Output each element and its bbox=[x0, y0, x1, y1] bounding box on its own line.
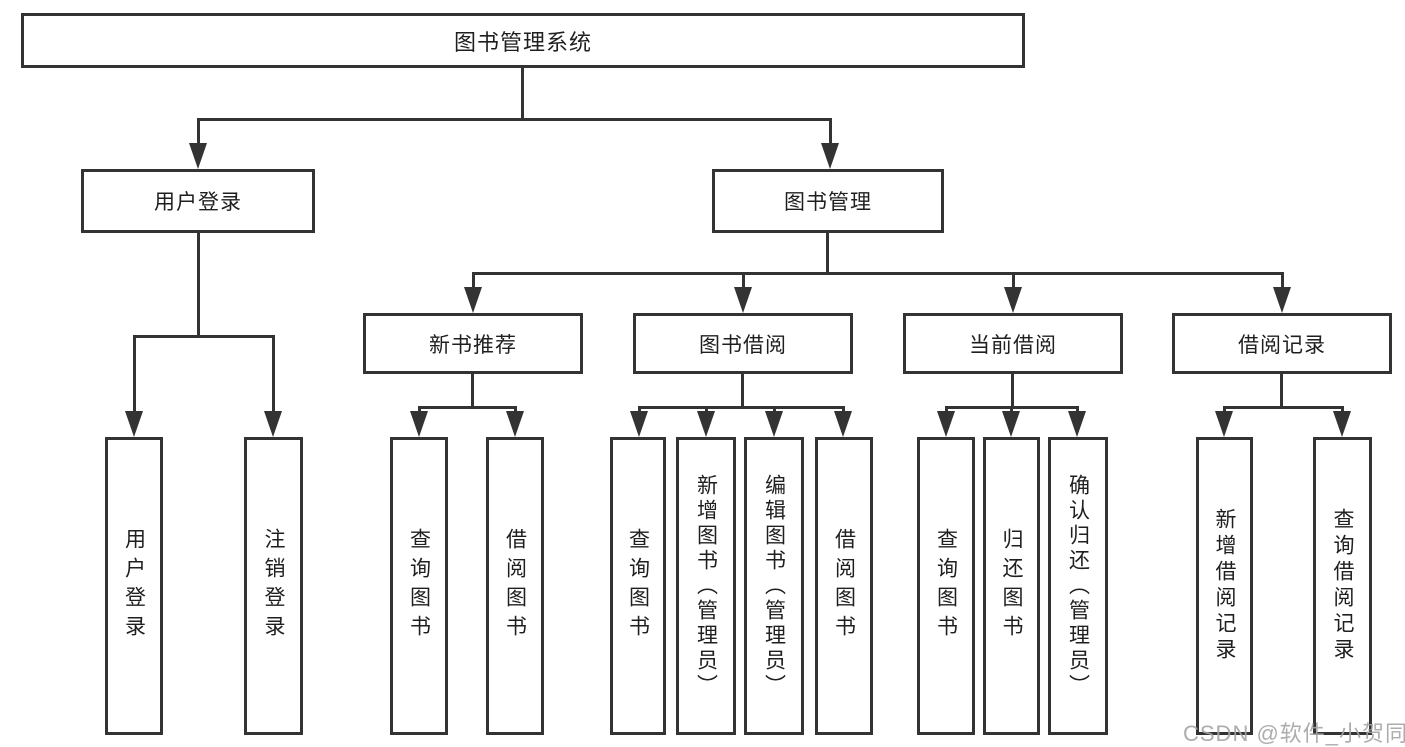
node-label: 图书管理系统 bbox=[453, 29, 592, 55]
node-label: 确认归还（管理员） bbox=[1066, 473, 1090, 699]
leaf-query-borrow-record: 查询借阅记录 bbox=[1313, 437, 1372, 735]
connector-drop bbox=[418, 406, 421, 414]
node-label: 当前借阅 bbox=[969, 333, 1057, 357]
arrow-down-icon bbox=[937, 411, 955, 437]
connector-stub bbox=[1280, 374, 1283, 409]
leaf-borrow-books-recommend: 借阅图书 bbox=[486, 437, 544, 735]
connector-drop bbox=[945, 406, 948, 414]
arrow-down-icon bbox=[264, 411, 282, 437]
arrow-down-icon bbox=[1273, 287, 1291, 313]
connector-hline bbox=[638, 406, 844, 409]
node-label: 编辑图书（管理员） bbox=[762, 473, 786, 699]
connector-user-login-stub bbox=[197, 233, 200, 338]
connector-drop bbox=[773, 406, 776, 414]
node-user-login: 用户登录 bbox=[81, 169, 315, 233]
connector-drop bbox=[272, 335, 275, 414]
connector-stub bbox=[741, 374, 744, 409]
arrow-down-icon bbox=[821, 143, 839, 169]
leaf-add-books-admin: 新增图书（管理员） bbox=[676, 437, 736, 735]
node-label: 查询借阅记录 bbox=[1331, 508, 1354, 664]
node-book-management: 图书管理 bbox=[712, 169, 944, 233]
connector-book-mgmt-stub bbox=[826, 233, 829, 275]
node-label: 用户登录 bbox=[154, 191, 242, 214]
node-borrowing-records: 借阅记录 bbox=[1172, 313, 1392, 374]
connector-root-stub bbox=[521, 68, 524, 121]
node-label: 借阅记录 bbox=[1238, 333, 1326, 357]
node-current-borrowing: 当前借阅 bbox=[903, 313, 1123, 374]
leaf-edit-books-admin: 编辑图书（管理员） bbox=[744, 437, 804, 735]
arrow-down-icon bbox=[765, 411, 783, 437]
leaf-confirm-return-admin: 确认归还（管理员） bbox=[1048, 437, 1108, 735]
connector-drop bbox=[705, 406, 708, 414]
node-label: 新增图书（管理员） bbox=[694, 473, 718, 699]
node-label: 图书管理 bbox=[784, 191, 872, 214]
connector-root-hline bbox=[197, 118, 831, 121]
connector-stub bbox=[1011, 374, 1014, 409]
node-new-book-recommendation: 新书推荐 bbox=[363, 313, 583, 374]
connector-drop bbox=[638, 406, 641, 414]
arrow-down-icon bbox=[464, 287, 482, 313]
node-label: 注销登录 bbox=[262, 528, 285, 644]
node-label: 图书借阅 bbox=[699, 333, 787, 357]
connector-drop-book-management bbox=[829, 118, 832, 146]
node-label: 新书推荐 bbox=[429, 333, 517, 357]
arrow-down-icon bbox=[506, 411, 524, 437]
connector-drop bbox=[742, 272, 745, 289]
connector-drop bbox=[1010, 406, 1013, 414]
arrow-down-icon bbox=[834, 411, 852, 437]
arrow-down-icon bbox=[697, 411, 715, 437]
arrow-down-icon bbox=[1215, 411, 1233, 437]
connector-drop bbox=[1012, 272, 1015, 289]
node-label: 归还图书 bbox=[1000, 528, 1023, 644]
leaf-user-login: 用户登录 bbox=[105, 437, 163, 735]
arrow-down-icon bbox=[630, 411, 648, 437]
connector-drop bbox=[842, 406, 845, 414]
node-label: 查询图书 bbox=[626, 528, 650, 644]
csdn-watermark: CSDN @软件_小贺同学 bbox=[1183, 721, 1405, 746]
leaf-query-books-recommend: 查询图书 bbox=[390, 437, 448, 735]
arrow-down-icon bbox=[1002, 411, 1020, 437]
connector-drop bbox=[1281, 272, 1284, 289]
connector-drop bbox=[1076, 406, 1079, 414]
node-library-management-system: 图书管理系统 bbox=[21, 13, 1025, 68]
connector-drop bbox=[133, 335, 136, 414]
node-label: 新增借阅记录 bbox=[1213, 508, 1236, 664]
arrow-down-icon bbox=[410, 411, 428, 437]
connector-user-login-hline bbox=[133, 335, 274, 338]
leaf-add-borrow-record: 新增借阅记录 bbox=[1196, 437, 1253, 735]
leaf-query-books-current: 查询图书 bbox=[917, 437, 975, 735]
node-label: 查询图书 bbox=[934, 528, 958, 644]
node-label: 借阅图书 bbox=[832, 528, 856, 644]
leaf-borrow-books: 借阅图书 bbox=[815, 437, 873, 735]
arrow-down-icon bbox=[125, 411, 143, 437]
connector-hline bbox=[418, 406, 516, 409]
arrow-down-icon bbox=[1333, 411, 1351, 437]
node-label: 查询图书 bbox=[407, 528, 431, 644]
connector-drop-user-login bbox=[197, 118, 200, 146]
node-book-borrowing: 图书借阅 bbox=[633, 313, 853, 374]
leaf-query-books-borrowing: 查询图书 bbox=[610, 437, 666, 735]
node-label: 借阅图书 bbox=[503, 528, 527, 644]
connector-stub bbox=[471, 374, 474, 409]
arrow-down-icon bbox=[189, 143, 207, 169]
arrow-down-icon bbox=[1068, 411, 1086, 437]
leaf-return-books: 归还图书 bbox=[983, 437, 1040, 735]
arrow-down-icon bbox=[734, 287, 752, 313]
leaf-logout: 注销登录 bbox=[244, 437, 303, 735]
arrow-down-icon bbox=[1004, 287, 1022, 313]
connector-book-mgmt-hline bbox=[472, 272, 1283, 275]
connector-hline bbox=[1223, 406, 1343, 409]
node-label: 用户登录 bbox=[122, 528, 146, 644]
connector-drop bbox=[472, 272, 475, 289]
connector-drop bbox=[1223, 406, 1226, 414]
connector-drop bbox=[514, 406, 517, 414]
connector-drop bbox=[1341, 406, 1344, 414]
